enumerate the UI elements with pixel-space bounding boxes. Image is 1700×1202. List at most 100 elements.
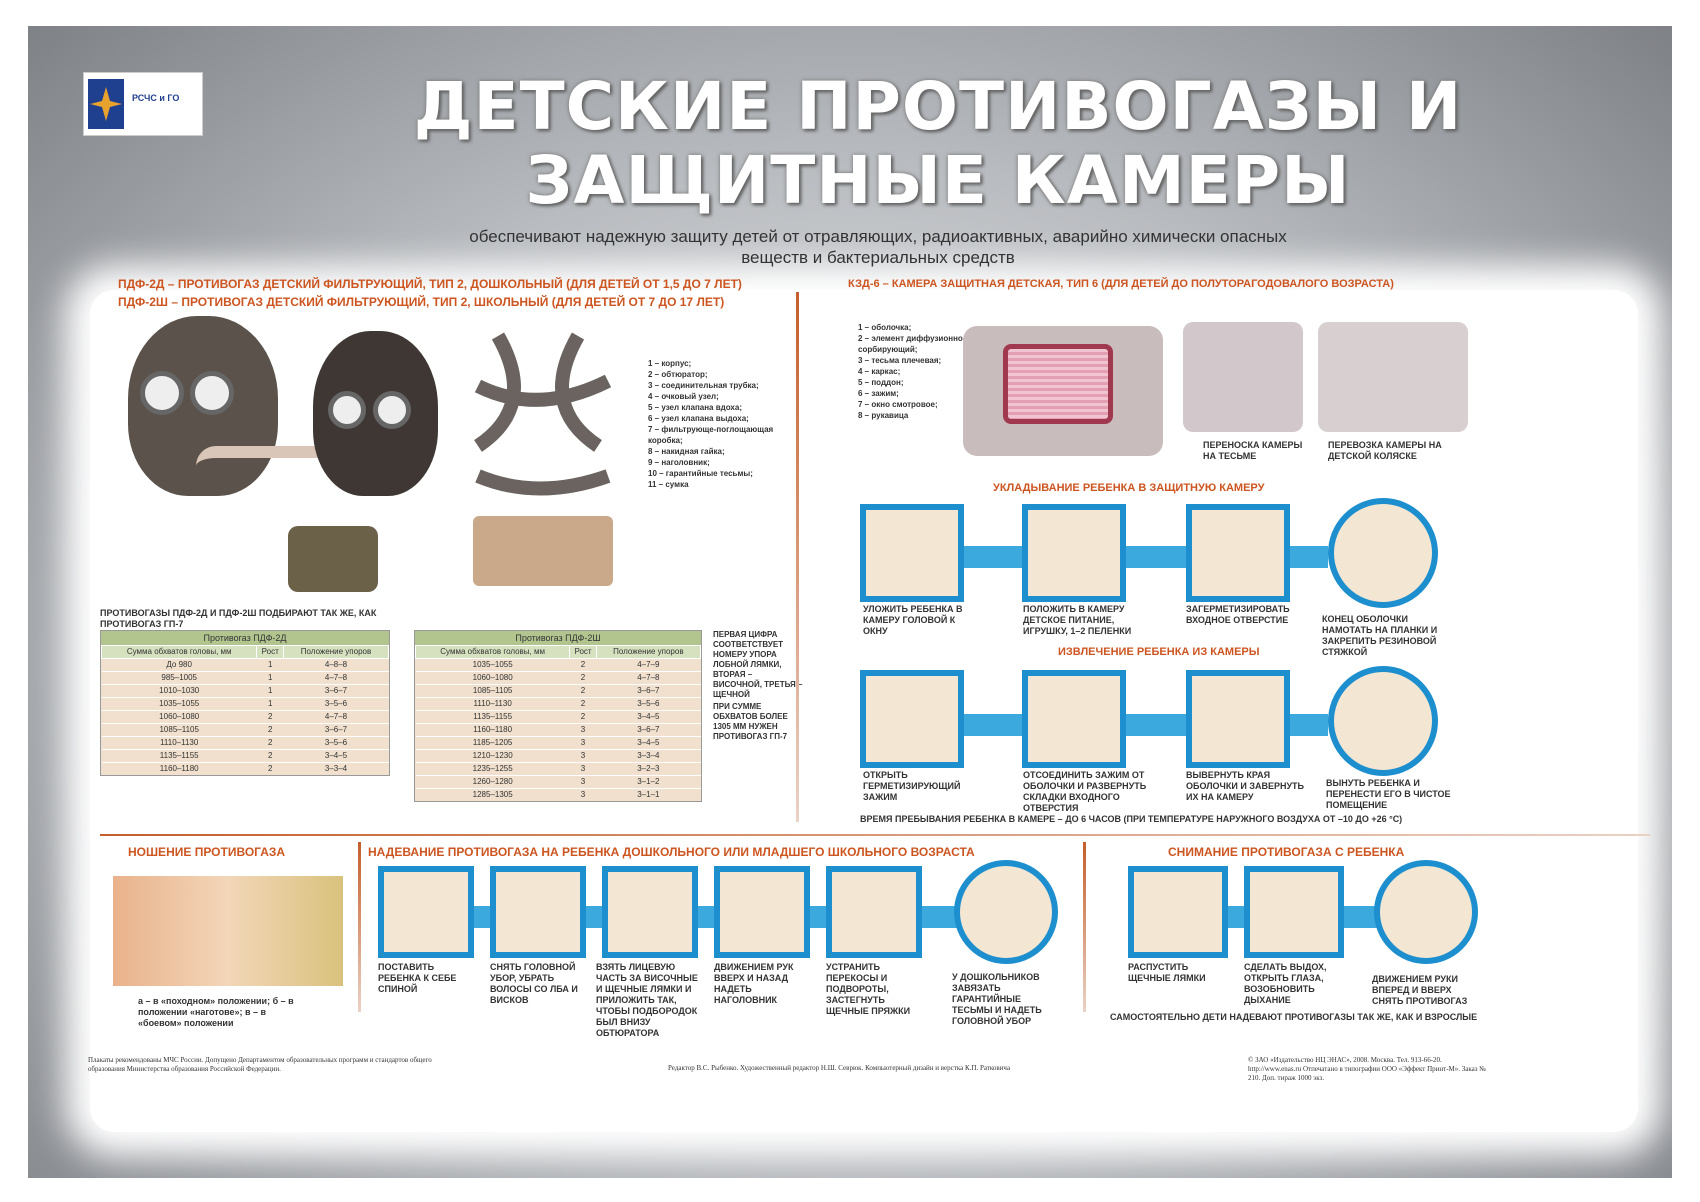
on-step-5-caption: Устранить перекосы и подвороты, застегну… xyxy=(826,962,911,1016)
put-step-3-caption: Загерметизировать входное отверстие xyxy=(1186,604,1290,625)
off-step-2-image xyxy=(1244,866,1344,958)
mask-lens-right xyxy=(190,371,234,415)
put-step-4-caption: Конец оболочки намотать на планки и закр… xyxy=(1322,614,1438,657)
wearing-caption: а – в «походном» положении; б – в положе… xyxy=(138,996,294,1028)
legend-item: 4 – очковый узел; xyxy=(648,392,719,401)
camera-stroller-image xyxy=(1318,322,1468,432)
legend-item: 1 – корпус; xyxy=(648,359,692,368)
on-step-4-caption: Движением рук вверх и назад надеть нагол… xyxy=(714,962,794,1005)
on-step-6-image xyxy=(954,860,1058,964)
take-step-3-caption: Вывернуть края оболочки и завернуть их н… xyxy=(1186,770,1305,802)
take-step-4-caption: Вынуть ребенка и перенести его в чистое … xyxy=(1326,778,1451,810)
take-step-3-image xyxy=(1186,670,1290,768)
logo-text: РСЧС и ГО xyxy=(132,93,180,103)
legend-item: 5 – узел клапана вдоха; xyxy=(648,403,742,412)
off-step-2-caption: Сделать выдох, открыть глаза, возобновит… xyxy=(1244,962,1327,1005)
legend-item: 3 – соединительная трубка; xyxy=(648,381,759,390)
heading-take-child: Извлечение ребенка из камеры xyxy=(1058,646,1260,658)
mask2-lens-left xyxy=(328,391,366,429)
legend-item: 7 – фильтрующе-поглощающая коробка; xyxy=(648,425,774,445)
table-caption: Противогаз ПДФ-2Д xyxy=(101,631,389,645)
heading-put-child: Укладывание ребенка в защитную камеру xyxy=(993,482,1265,494)
section-divider xyxy=(1083,842,1086,1012)
wearing-positions-image xyxy=(113,876,343,986)
heading-kzd6: КЗД-6 – камера защитная детская, тип 6 (… xyxy=(848,278,1394,290)
put-step-2-image xyxy=(1022,504,1126,602)
table-pdf2sh: Противогаз ПДФ-2Ш Сумма обхватов головы,… xyxy=(414,630,702,802)
put-step-1-caption: Уложить ребенка в камеру головой к окну xyxy=(863,604,963,636)
poster: РСЧС и ГО ДЕТСКИЕ ПРОТИВОГАЗЫ И ЗАЩИТНЫЕ… xyxy=(28,26,1672,1178)
table-header: Рост xyxy=(569,645,597,659)
camera-carry-image xyxy=(1183,322,1303,432)
self-note: Самостоятельно дети надевают противогазы… xyxy=(1110,1012,1478,1022)
stroller-caption: Перевозка камеры на детской коляске xyxy=(1328,440,1442,461)
legend-item: 9 – наголовник; xyxy=(648,458,710,467)
take-step-4-image xyxy=(1328,666,1438,776)
on-step-1-caption: Поставить ребенка к себе спиной xyxy=(378,962,457,994)
footer-mid: Редактор В.С. Рыбенко. Художественный ре… xyxy=(668,1064,1011,1072)
table-header: Сумма обхватов головы, мм xyxy=(414,645,571,659)
legend-item: 2 – элемент диффузионно-сорбирующий; xyxy=(858,334,966,354)
put-step-2-caption: Положить в камеру детское питание, игруш… xyxy=(1023,604,1132,636)
star-emblem-icon xyxy=(88,79,124,129)
filter-box-image xyxy=(288,526,378,592)
off-step-1-caption: Распустить щечные лямки xyxy=(1128,962,1206,983)
table-header: Сумма обхватов головы, мм xyxy=(100,645,258,659)
put-step-1-image xyxy=(860,504,964,602)
table-header: Рост xyxy=(256,645,284,659)
poster-subtitle: обеспечивают надежную защиту детей от от… xyxy=(469,227,1287,267)
table-caption: Противогаз ПДФ-2Ш xyxy=(415,631,701,645)
camera-legend: 1 – оболочка; 2 – элемент диффузионно-со… xyxy=(858,322,978,421)
off-step-3-image xyxy=(1374,860,1478,964)
section-divider xyxy=(796,292,799,822)
on-step-3-caption: Взять лицевую часть за височные и щечные… xyxy=(596,962,698,1038)
put-step-3-image xyxy=(1186,504,1290,602)
footer-left: Плакаты рекомендованы МЧС России. Допуще… xyxy=(88,1056,432,1073)
legend-item: 5 – поддон; xyxy=(858,378,904,387)
take-step-2-caption: Отсоединить зажим от оболочки и разверну… xyxy=(1023,770,1147,813)
fit-note: Противогазы ПДФ-2Д и ПДФ-2Ш подбирают та… xyxy=(100,608,377,629)
off-step-3-caption: Движением руки вперед и вверх снять прот… xyxy=(1372,974,1468,1006)
legend-item: 8 – накидная гайка; xyxy=(648,447,725,456)
legend-item: 3 – тесьма плечевая; xyxy=(858,356,942,365)
bottom-divider xyxy=(100,834,1650,836)
put-step-4-image xyxy=(1328,498,1438,608)
on-step-2-caption: Снять головной убор, убрать волосы со лб… xyxy=(490,962,578,1005)
take-step-2-image xyxy=(1022,670,1126,768)
footer-right: © ЗАО «Издательство НЦ ЭНАС», 2008. Моск… xyxy=(1248,1056,1486,1082)
on-step-5-image xyxy=(826,866,922,958)
time-note: Время пребывания ребенка в камере – до 6… xyxy=(860,814,1403,824)
on-step-4-image xyxy=(714,866,810,958)
mask-bag-image xyxy=(473,516,613,586)
off-step-1-image xyxy=(1128,866,1228,958)
on-step-3-image xyxy=(602,866,698,958)
legend-item: 4 – каркас; xyxy=(858,367,901,376)
legend-item: 6 – зажим; xyxy=(858,389,899,398)
mask-legend: 1 – корпус; 2 – обтюратор; 3 – соедините… xyxy=(648,358,788,490)
camera-window-image xyxy=(1003,344,1113,424)
rschs-logo: РСЧС и ГО xyxy=(83,72,203,136)
legend-item: 10 – гарантийные тесьмы; xyxy=(648,469,753,478)
mask2-lens-right xyxy=(373,391,411,429)
heading-pdf2d: ПДФ-2Д – противогаз детский фильтрующий,… xyxy=(118,277,742,291)
on-step-6-caption: У дошкольников завязать гарантийные тесь… xyxy=(952,972,1042,1026)
table-note-2: При сумме обхватов более 1305 мм нужен п… xyxy=(713,702,788,741)
legend-item: 7 – окно смотровое; xyxy=(858,400,938,409)
head-harness-image xyxy=(458,326,618,506)
heading-pdf2sh: ПДФ-2Ш – противогаз детский фильтрующий,… xyxy=(118,295,725,309)
